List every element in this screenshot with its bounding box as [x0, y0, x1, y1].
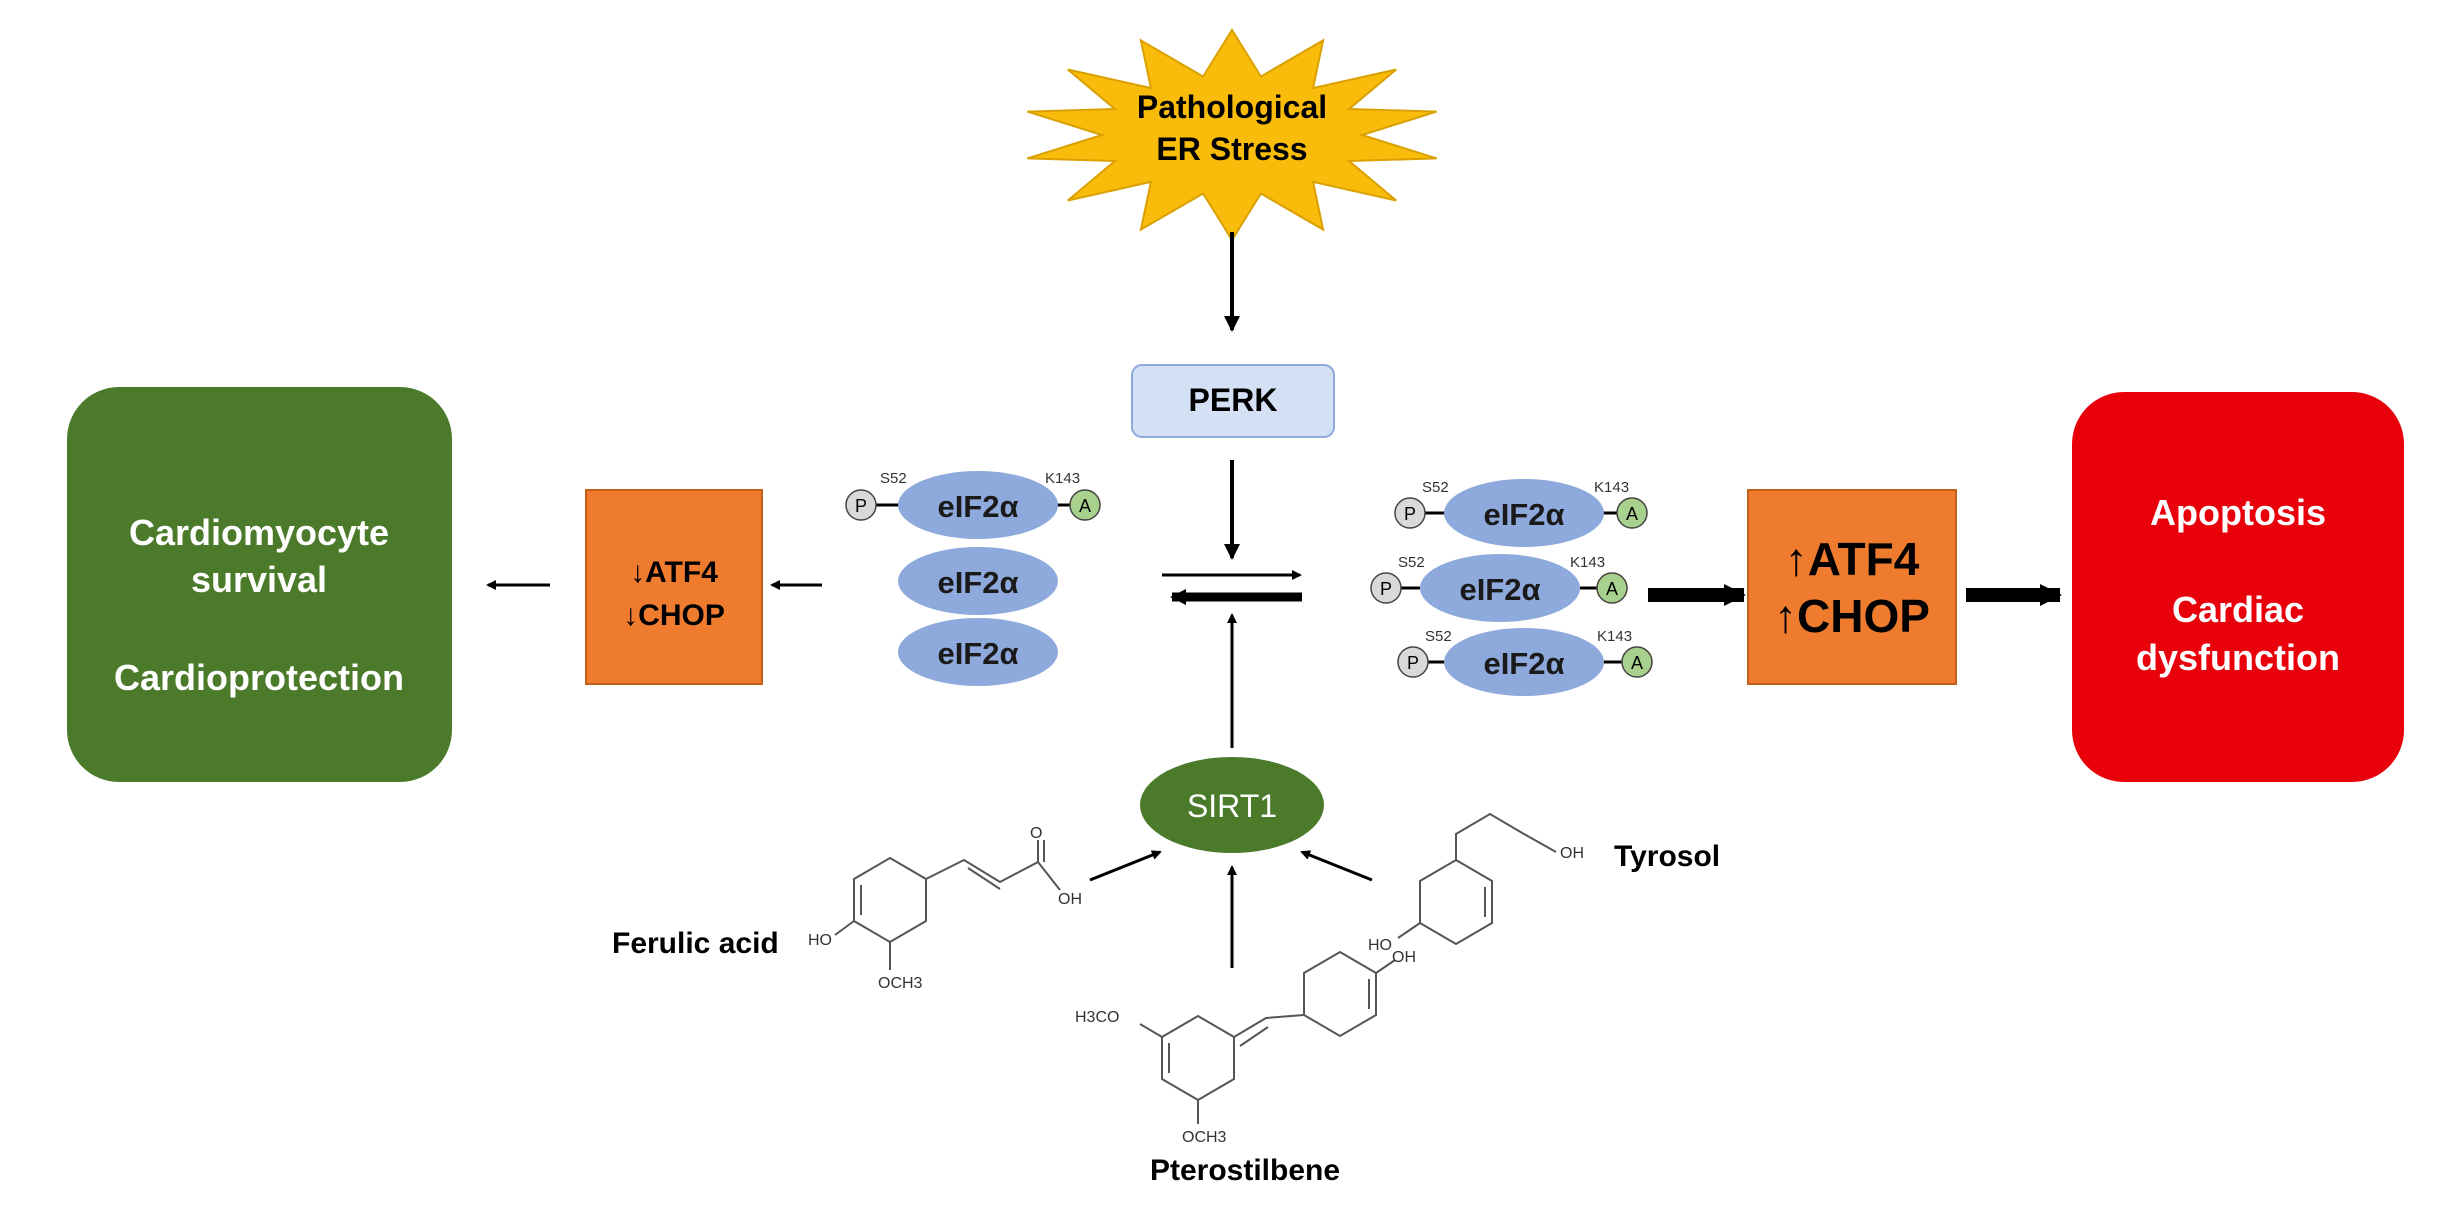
sirt1-node: SIRT1	[1140, 757, 1324, 853]
ferulic-chain	[925, 858, 1039, 884]
tyrosol-ho: HO	[1368, 937, 1392, 954]
perk-node: PERK	[1131, 364, 1335, 438]
ferulic-acid-name: Ferulic acid	[612, 927, 779, 960]
acetyl-right-1-label: A	[1626, 504, 1638, 524]
eif2a-left-3	[898, 618, 1058, 686]
k143-left-1: K143	[1045, 470, 1080, 487]
phospho-left-1	[845, 489, 877, 521]
chop-up-label: ↑CHOP	[1774, 590, 1930, 642]
phospho-right-2-label: P	[1380, 579, 1392, 599]
ptero-och3: OCH3	[1182, 1129, 1227, 1146]
tyrosol-name: Tyrosol	[1614, 840, 1720, 873]
sirt1-label: SIRT1	[1187, 788, 1277, 824]
acetyl-right-2	[1596, 572, 1628, 604]
eif2a-left-3-label: eIF2α	[937, 636, 1018, 671]
arrow-ferulic-to-sirt1	[1089, 850, 1162, 882]
atf4-chop-down-rect	[585, 489, 763, 685]
eif2a-left-stack: eIF2α P A S52 K143 eIF2α eIF2α	[845, 470, 1101, 686]
ferulic-och3: OCH3	[878, 975, 923, 992]
ferulic-acid-structure	[834, 840, 1061, 970]
tyrosol-ring	[1419, 858, 1493, 946]
phospho-right-2	[1370, 572, 1402, 604]
eif2a-left-2-label: eIF2α	[937, 565, 1018, 600]
eif2a-right-1-label: eIF2α	[1483, 497, 1564, 532]
cardioprotection-rect	[67, 387, 452, 782]
pterostilbene-name: Pterostilbene	[1150, 1154, 1340, 1187]
tyrosol-oh: OH	[1560, 845, 1584, 862]
atf4-down-label: ↓ATF4	[630, 556, 718, 589]
apoptosis-rect	[2072, 392, 2404, 782]
ptero-oh-bond	[1375, 959, 1396, 974]
eif2a-left-2	[898, 547, 1058, 615]
pterostilbene-structure	[1139, 950, 1396, 1124]
eif2a-right-3	[1444, 628, 1604, 696]
eif2a-left-1	[898, 471, 1058, 539]
apoptosis-line1: Apoptosis	[2150, 492, 2326, 533]
tyrosol-ho-bond	[1397, 922, 1421, 939]
s52-right-3: S52	[1425, 628, 1452, 645]
eif2a-left-1-label: eIF2α	[937, 489, 1018, 524]
acetyl-right-3-label: A	[1631, 653, 1643, 673]
acetyl-left-1	[1069, 489, 1101, 521]
cardio-line2: survival	[191, 559, 327, 600]
tyrosol-structure	[1397, 812, 1557, 946]
stress-label-line1: Pathological	[1137, 89, 1327, 125]
phospho-right-1-label: P	[1404, 504, 1416, 524]
s52-right-2: S52	[1398, 554, 1425, 571]
phospho-left-1-label: P	[855, 496, 867, 516]
atf4-chop-down-box: ↓ATF4 ↓CHOP	[585, 489, 763, 685]
cardioprotection-box: Cardiomyocyte survival Cardioprotection	[67, 387, 452, 782]
stress-label-line2: ER Stress	[1156, 131, 1307, 167]
acetyl-left-1-label: A	[1079, 496, 1091, 516]
ferulic-ring	[853, 856, 927, 944]
ferulic-ho-bond	[834, 920, 855, 936]
cardio-line3: Cardioprotection	[114, 657, 404, 698]
er-stress-burst: Pathological ER Stress	[1027, 28, 1437, 242]
atf4-chop-up-rect	[1747, 489, 1957, 685]
perk-label: PERK	[1189, 382, 1278, 418]
sirt1-ellipse	[1140, 757, 1324, 853]
eif2a-right-stack: eIF2α P A S52 K143 eIF2α P A S52 K143 eI…	[1370, 479, 1653, 696]
ferulic-o: O	[1030, 825, 1042, 842]
ferulic-ho: HO	[808, 932, 832, 949]
perk-box	[1131, 364, 1335, 438]
tyrosol-chain	[1455, 812, 1557, 860]
s52-left-1: S52	[880, 470, 907, 487]
ferulic-chain-double	[967, 867, 1001, 890]
ptero-h3co: H3CO	[1075, 1009, 1119, 1026]
eif2a-right-2	[1420, 554, 1580, 622]
pterostilbene-ring-b	[1303, 950, 1377, 1038]
chop-down-label: ↓CHOP	[623, 599, 725, 632]
ferulic-oh-bond	[1037, 861, 1061, 891]
eif2a-right-1	[1444, 479, 1604, 547]
ferulic-oh: OH	[1058, 891, 1082, 908]
acetyl-right-2-label: A	[1606, 579, 1618, 599]
s52-right-1: S52	[1422, 479, 1449, 496]
k143-right-2: K143	[1570, 554, 1605, 571]
k143-right-3: K143	[1597, 628, 1632, 645]
apoptosis-line3: dysfunction	[2136, 637, 2340, 678]
pterostilbene-ring-a	[1161, 1014, 1235, 1102]
atf4-chop-up-box: ↑ATF4 ↑CHOP	[1747, 489, 1957, 685]
cardio-line1: Cardiomyocyte	[129, 512, 389, 553]
eif2a-right-2-label: eIF2α	[1459, 572, 1540, 607]
ptero-ome-top-bond	[1139, 1023, 1163, 1038]
k143-right-1: K143	[1594, 479, 1629, 496]
ptero-vinyl-double	[1239, 1026, 1269, 1047]
phospho-right-1	[1394, 497, 1426, 529]
phospho-right-3	[1397, 646, 1429, 678]
apoptosis-box: Apoptosis Cardiac dysfunction	[2072, 392, 2404, 782]
ptero-oh: OH	[1392, 949, 1416, 966]
atf4-up-label: ↑ATF4	[1785, 533, 1920, 585]
acetyl-right-3	[1621, 646, 1653, 678]
eif2a-right-3-label: eIF2α	[1483, 646, 1564, 681]
acetyl-right-1	[1616, 497, 1648, 529]
ptero-vinyl	[1233, 1014, 1305, 1038]
phospho-right-3-label: P	[1407, 653, 1419, 673]
apoptosis-line2: Cardiac	[2172, 589, 2304, 630]
arrow-tyrosol-to-sirt1	[1300, 850, 1373, 882]
